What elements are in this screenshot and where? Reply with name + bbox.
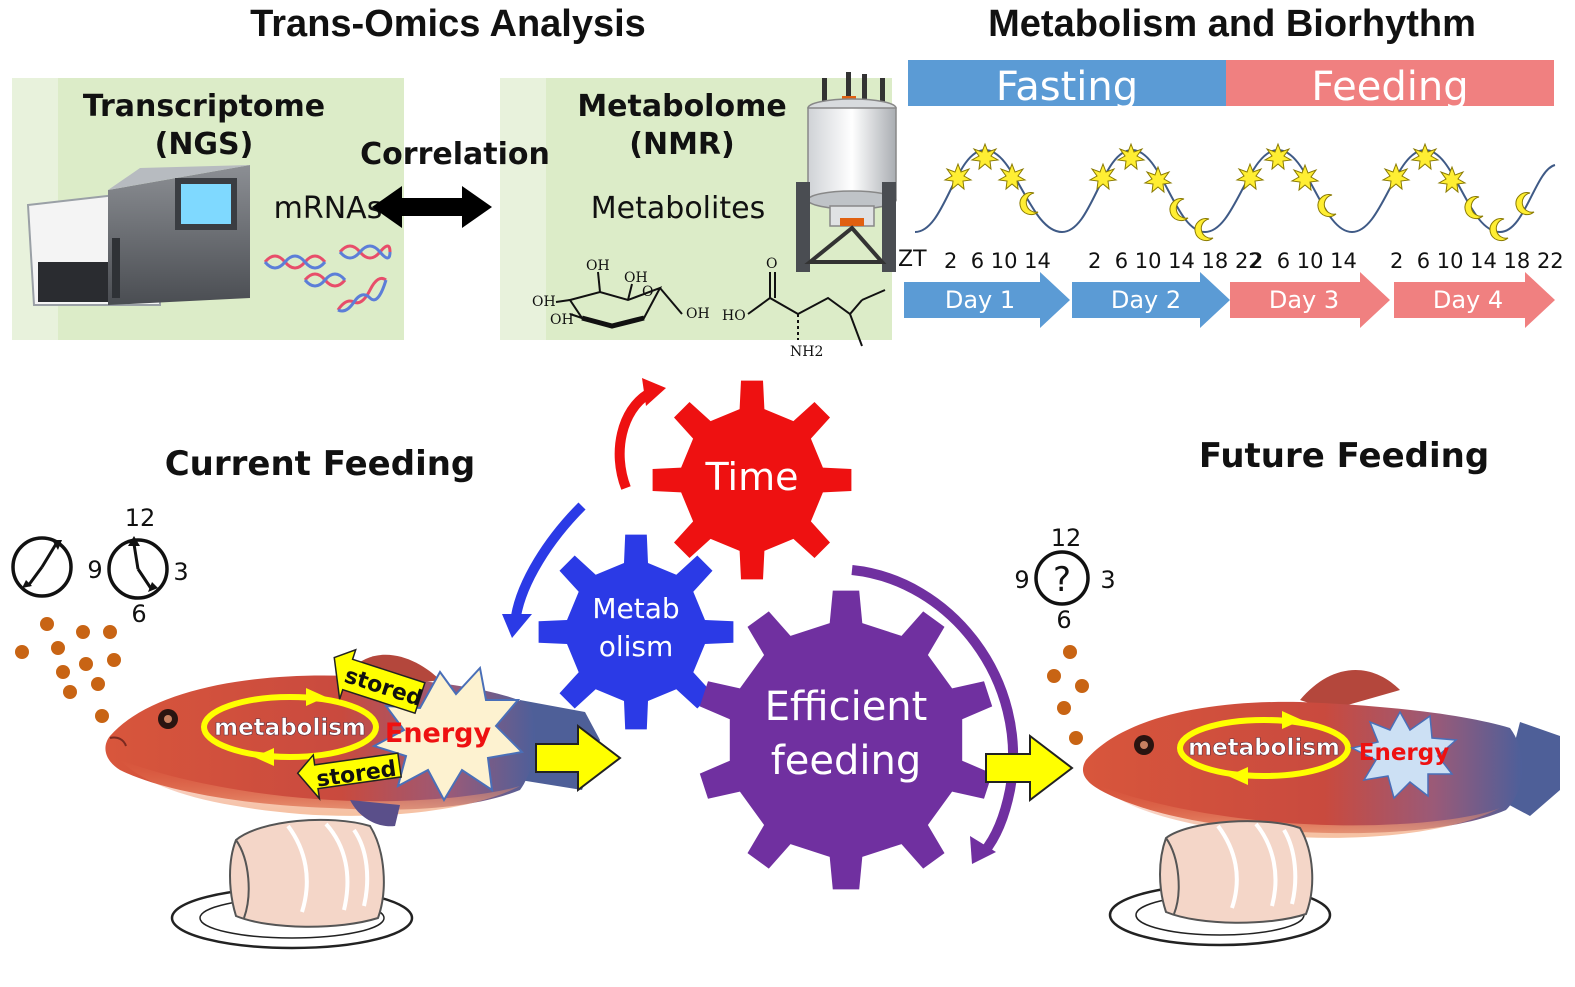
leucine-o: O <box>766 256 777 272</box>
glucose-ring-o: O <box>642 284 653 300</box>
metabolism-gear-label-2: olism <box>599 630 674 663</box>
zt-ticks-day4: 2 6 10 14 18 22 <box>1390 249 1564 273</box>
zt-label: ZT <box>898 247 927 272</box>
glucose-oh-3: OH <box>532 294 556 310</box>
energy-burst-current <box>371 665 525 803</box>
day3-label: Day 3 <box>1269 286 1339 314</box>
clock-current-12: 12 <box>125 504 156 532</box>
day2-arrow <box>1072 272 1230 328</box>
metabolome-panel-edge <box>500 78 546 340</box>
day4-label: Day 4 <box>1433 286 1503 314</box>
mrnas-label: mRNAs <box>274 191 383 226</box>
correlation-label: Correlation <box>360 137 550 172</box>
clock-current-6: 6 <box>131 600 146 628</box>
glucose-oh-2: OH <box>624 270 648 286</box>
transcriptome-title: Transcriptome <box>83 89 325 124</box>
cycle-arrowhead-future-bottom <box>1228 767 1248 785</box>
clock-future-question: ? <box>1053 560 1071 600</box>
cycle-arrowhead-current-bottom <box>254 748 274 766</box>
day2-label: Day 2 <box>1111 286 1181 314</box>
metabolism-cycle-future <box>1177 717 1351 779</box>
mrna-strands-icon <box>263 244 392 313</box>
purple-cycle-arrow <box>851 565 1019 856</box>
biorhythm-title: Metabolism and Biorhythm <box>988 3 1476 45</box>
clock-future-6: 6 <box>1056 606 1071 634</box>
clock-current-9: 9 <box>87 556 102 584</box>
time-gear-label: Time <box>705 455 799 499</box>
zt-ticks-day3: 2 6 10 14 <box>1250 249 1357 273</box>
leucine-nh2: NH2 <box>790 344 823 360</box>
metabolism-gear <box>538 534 734 730</box>
metabolism-gear-label-1: Metab <box>592 592 679 625</box>
metabolism-label-future: metabolism <box>1188 735 1340 761</box>
energy-label-current: Energy <box>385 718 492 749</box>
current-feeding-title: Current Feeding <box>165 444 476 484</box>
metabolome-method: (NMR) <box>629 127 734 162</box>
glucose-oh-4: OH <box>550 312 574 328</box>
purple-cycle-arrowhead <box>970 836 996 864</box>
metabolites-label: Metabolites <box>591 191 765 226</box>
fasting-label: Fasting <box>996 64 1138 110</box>
circadian-wave <box>914 148 1556 234</box>
day1-label: Day 1 <box>945 286 1015 314</box>
correlation-double-arrow <box>372 186 492 228</box>
transcriptome-method: (NGS) <box>155 127 254 162</box>
time-gear <box>652 380 852 580</box>
metabolism-cycle-current <box>201 694 379 760</box>
day-night-markers <box>944 143 1535 242</box>
day1-arrow <box>904 272 1070 328</box>
leucine-ho: HO <box>722 308 746 324</box>
day4-arrow <box>1394 272 1555 328</box>
clock-current-3: 3 <box>173 558 188 586</box>
clock-future-icon <box>1034 550 1090 606</box>
nmr-spectrometer-icon <box>796 72 897 272</box>
efficient-feeding-label-1: Efficient <box>765 684 928 730</box>
glucose-oh-1: OH <box>586 258 610 274</box>
food-plate-future <box>1108 820 1332 947</box>
cycle-arrowhead-current-top <box>306 688 326 706</box>
glucose-structure: OH OH OH OH O OH <box>532 258 710 329</box>
day3-arrow <box>1230 272 1390 328</box>
efficient-feeding-gear <box>699 590 993 890</box>
feeding-bar <box>1226 60 1554 106</box>
clock-future-9: 9 <box>1014 566 1029 594</box>
clock-future-3: 3 <box>1100 566 1115 594</box>
clock-right-icon <box>107 536 169 600</box>
sequencer-icon <box>26 165 250 306</box>
efficient-feeding-label-2: feeding <box>771 738 922 784</box>
food-plate-current <box>170 818 414 950</box>
red-cycle-arrowhead <box>642 378 666 406</box>
red-cycle-arrow <box>614 389 651 490</box>
trans-omics-title: Trans-Omics Analysis <box>250 3 646 45</box>
glucose-oh-5: OH <box>686 306 710 322</box>
food-pellets-current <box>15 617 121 723</box>
blue-cycle-arrow <box>511 502 586 617</box>
leucine-structure <box>747 272 886 347</box>
feeding-label: Feeding <box>1311 64 1468 110</box>
clock-future-12: 12 <box>1051 524 1082 552</box>
food-pellets-future <box>1047 645 1089 745</box>
fasting-bar <box>908 60 1226 106</box>
energy-burst-future <box>1349 710 1458 800</box>
clock-left-icon <box>11 536 73 598</box>
metabolome-title: Metabolome <box>577 89 786 124</box>
zt-ticks-day1: 2 6 10 14 <box>944 249 1051 273</box>
flow-arrow-right <box>985 733 1074 803</box>
blue-cycle-arrowhead <box>502 614 532 638</box>
cycle-arrowhead-future-top <box>1282 711 1302 729</box>
stored-arrow-bottom: stored <box>296 752 403 801</box>
energy-label-future: Energy <box>1359 740 1449 766</box>
metabolism-label-current: metabolism <box>214 715 366 741</box>
future-feeding-title: Future Feeding <box>1199 436 1489 476</box>
zt-ticks-day2: 2 6 10 14 18 22 <box>1088 249 1262 273</box>
flow-arrow-left <box>535 723 622 793</box>
